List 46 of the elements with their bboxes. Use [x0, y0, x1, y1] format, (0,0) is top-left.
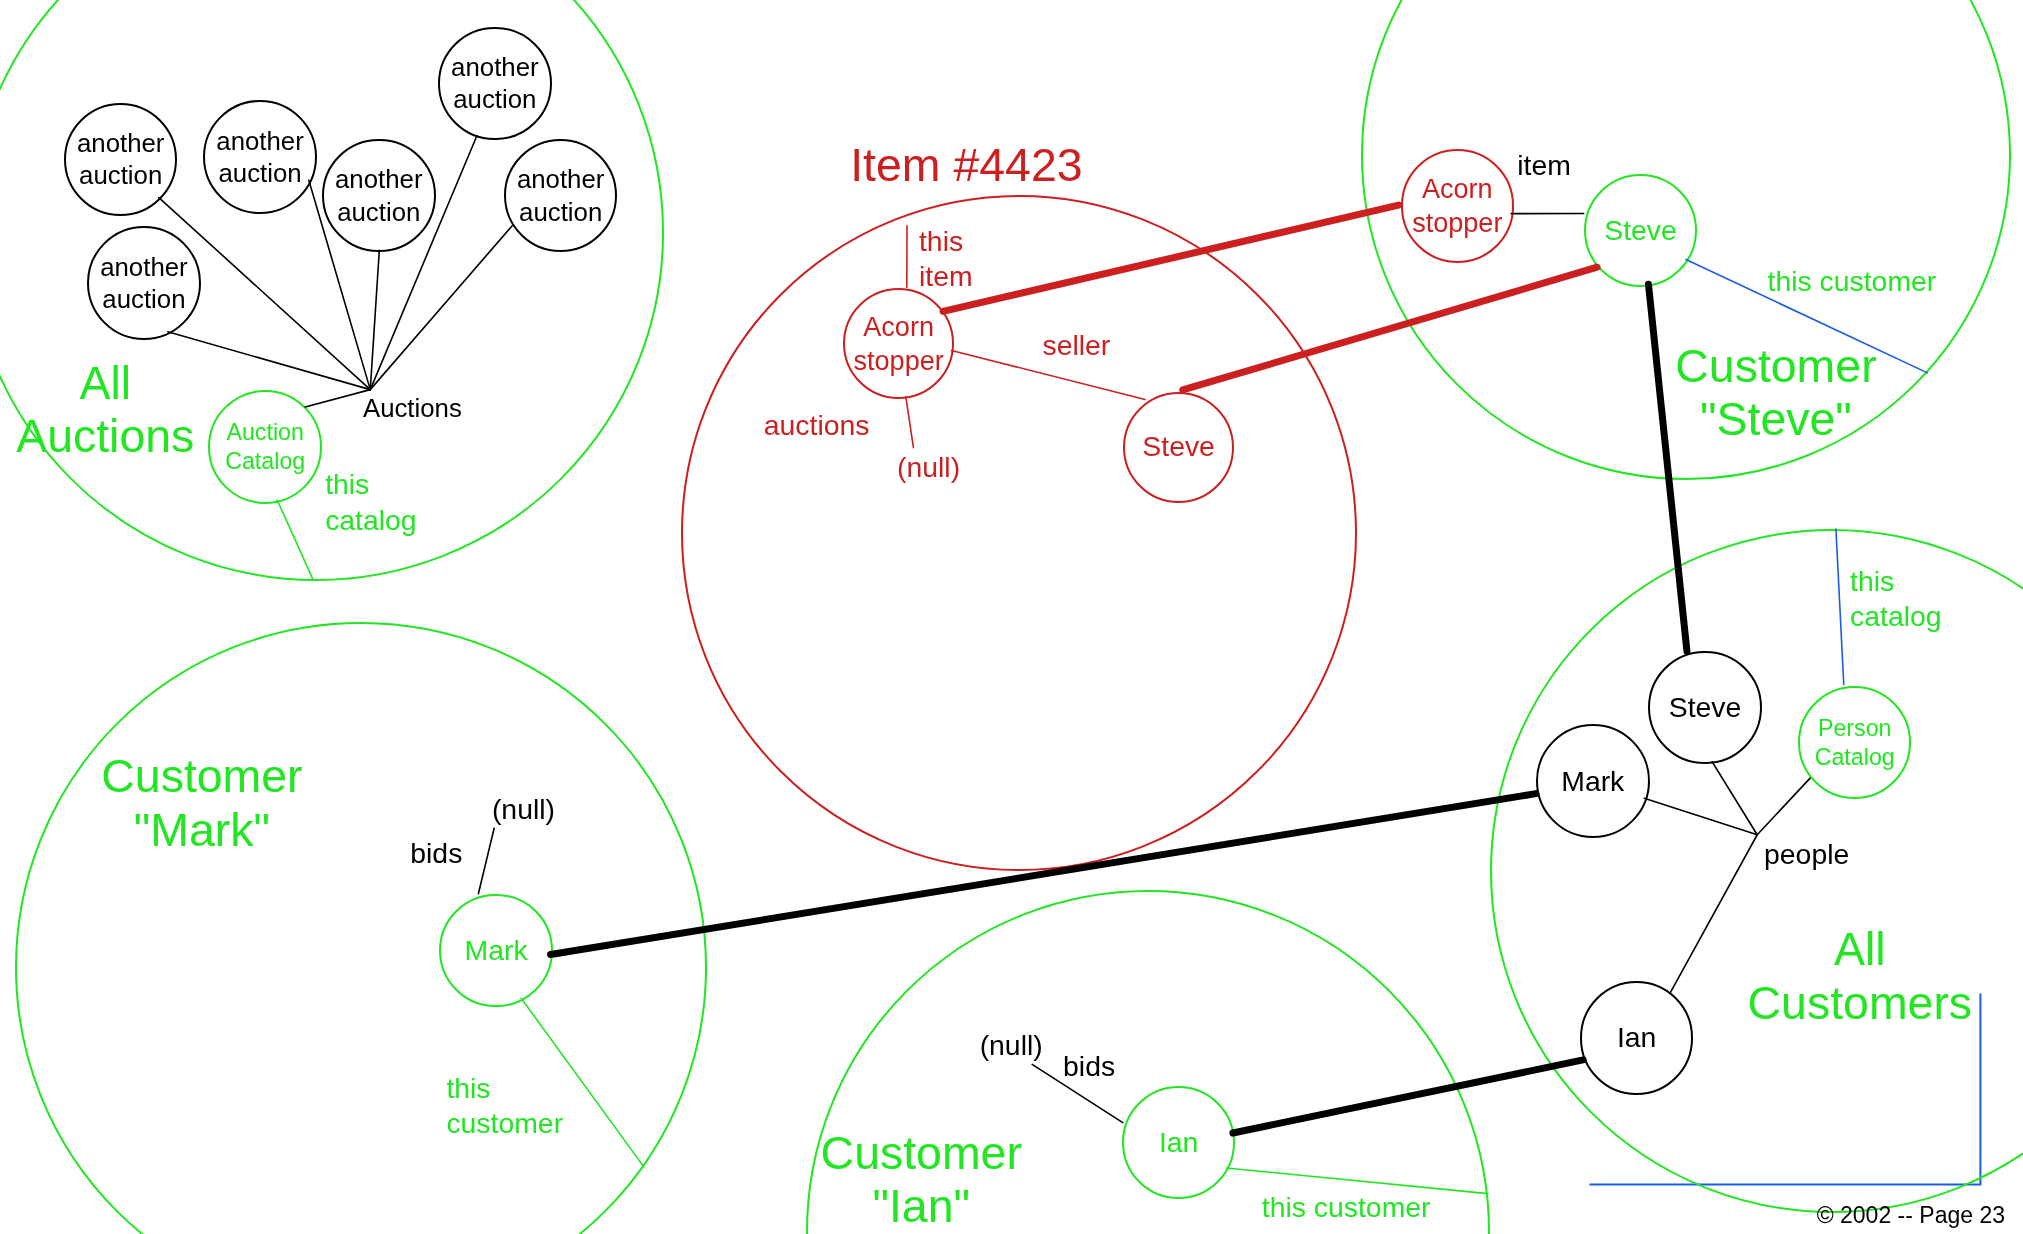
connector-line [158, 196, 372, 391]
region-title: Customer "Ian" [819, 1127, 1023, 1234]
connector-line [477, 827, 495, 895]
connector-line [1644, 280, 1691, 655]
region-title: Customer "Steve" [1674, 340, 1878, 447]
connector-line [369, 249, 381, 391]
field-label: (null) [887, 449, 961, 486]
edge-label: this customer [446, 1070, 565, 1142]
connector-line [547, 790, 1540, 959]
connector-line [905, 395, 915, 449]
field-label: Auctions [352, 391, 462, 424]
region-title: All Customers [1746, 923, 1974, 1030]
connector-line [1685, 258, 1929, 374]
connector-line [906, 225, 908, 289]
field-label: (null) [969, 1027, 1043, 1064]
connector-line [1643, 797, 1758, 836]
connector-line [276, 499, 315, 582]
edge-label: this customer [1767, 264, 1937, 300]
connector-line [1031, 1063, 1124, 1124]
connector-line [308, 179, 372, 391]
connector-line [950, 349, 1146, 401]
connector-line [1835, 528, 1845, 686]
edge-label: seller [1042, 327, 1111, 363]
edge-label: this catalog [1850, 563, 1943, 635]
connector-line [167, 330, 372, 391]
edge-label: bids [410, 836, 463, 872]
connector-line [1225, 1167, 1489, 1195]
edge-label: auctions [763, 407, 870, 443]
region-title: Item #4423 [849, 138, 1084, 193]
edge-label: bids [1063, 1048, 1116, 1084]
connector-line [1510, 212, 1585, 215]
connector-line [369, 225, 513, 391]
connector-line [1179, 263, 1601, 394]
edge-label: this customer [1261, 1189, 1431, 1225]
connector-line [1756, 777, 1811, 836]
connector-line [304, 388, 372, 408]
connector-line [520, 997, 645, 1168]
edge-label: this catalog [325, 467, 418, 538]
connector-line [1229, 1056, 1587, 1137]
connector-line [939, 201, 1403, 315]
field-label: (null) [481, 791, 555, 828]
edge-label: item [1517, 148, 1571, 184]
region-title: Customer "Mark" [100, 750, 304, 858]
connector-line [1669, 833, 1758, 993]
connector-line [1711, 760, 1758, 836]
field-label: people [1754, 836, 1850, 873]
